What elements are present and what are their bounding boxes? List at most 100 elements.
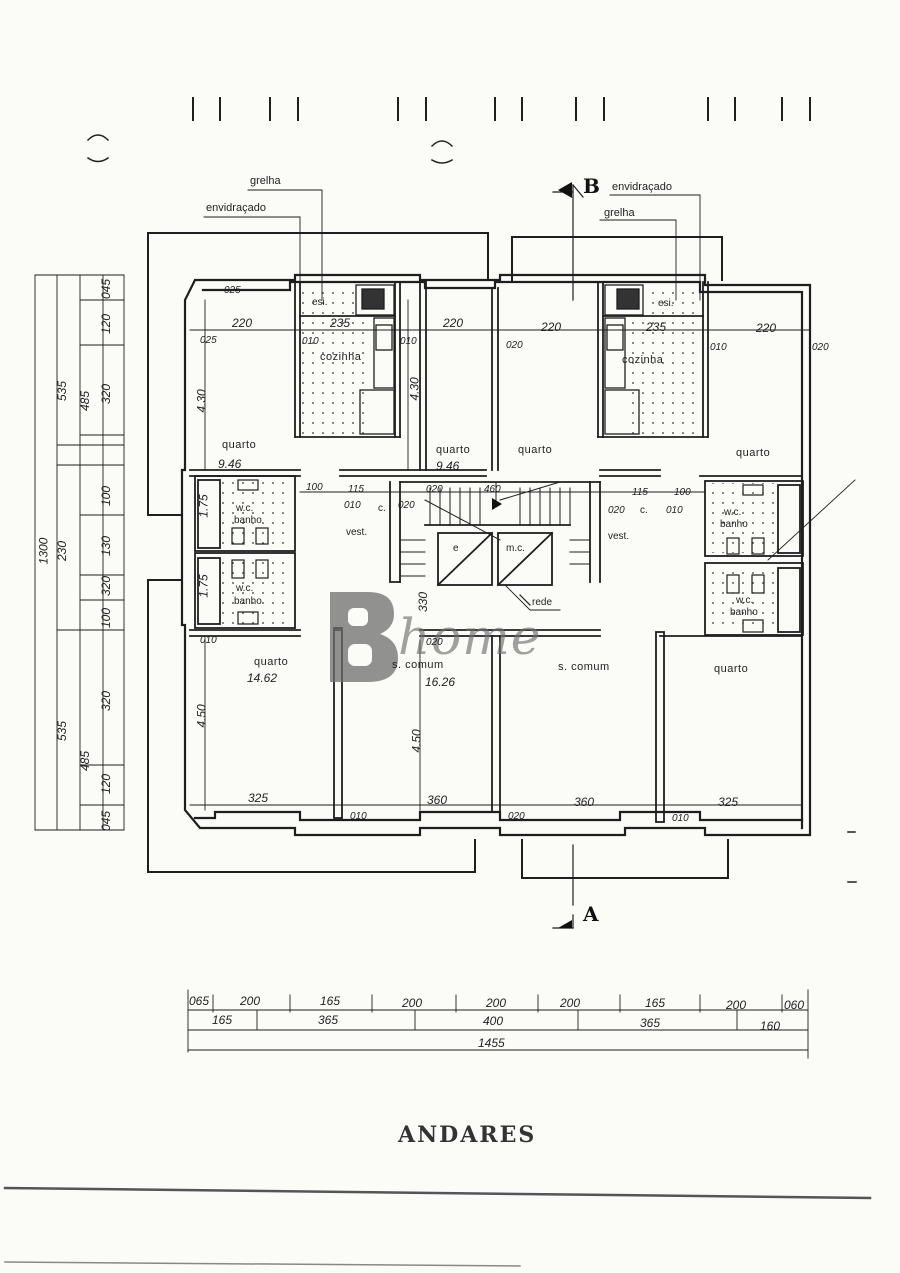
dim-left-detail-7: 100 [99,607,114,629]
dim-020-c: 020 [426,484,443,495]
label-c-right: c. [640,505,648,516]
dim-bottom-total: 1455 [478,1036,505,1050]
label-vest-right: vest. [608,531,630,542]
dim-bottom-r1-5: 200 [486,996,507,1010]
dim-430-b: 4.30 [407,377,422,401]
dim-325-b: 325 [718,795,739,809]
dim-010-c: 010 [710,342,727,353]
dim-430-a: 4.30 [194,389,209,413]
page-rule-1 [3,1186,872,1200]
dim-020-d: 020 [398,500,415,511]
arc-mark-center-2 [430,158,454,164]
dim-bottom-r1-9: 060 [784,998,805,1012]
dim-left-detail-4: 100 [99,485,114,507]
dim-460: 460 [484,484,501,495]
label-banho-2a: banho [720,519,748,530]
dim-220-a: 220 [232,316,253,330]
dim-010-a: 010 [302,336,319,347]
dim-bottom-r1-4: 200 [402,996,423,1010]
dim-020-b: 020 [812,342,829,353]
dim-220-c: 220 [541,320,562,334]
dim-bottom-r1-1: 065 [189,994,210,1008]
page-rule-2 [4,1261,521,1267]
area-quarto-top-left: 9.46 [218,457,242,471]
dim-010-d: 010 [344,500,361,511]
dim-bottom-r1-6: 200 [560,996,581,1010]
label-quarto-bottom-right: quarto [714,663,749,675]
label-vest-left: vest. [346,527,368,538]
dim-left-detail-1: 045 [99,278,114,300]
dim-left-total: 1300 [36,537,51,565]
dim-020-e: 020 [608,505,625,516]
area-scomum-left: 16.26 [425,675,456,689]
label-scomum-right: s. comum [558,661,610,673]
dim-left-group-2: 230 [55,540,70,562]
stair-treads [399,481,591,577]
dim-bottom-r1-8: 200 [726,998,747,1012]
label-c-left: c. [378,503,386,514]
label-grelha-left: grelha [250,175,281,187]
area-quarto-top-center: 9.46 [436,459,460,473]
dim-100-b: 100 [674,487,691,498]
label-quarto-bottom-left: quarto [254,656,289,668]
dim-010-e: 010 [666,505,683,516]
dim-220-d: 220 [756,321,777,335]
dim-bottom-r1-3: 165 [320,994,341,1008]
leader-lines [203,189,856,611]
dim-bottom-r2-2: 365 [318,1013,339,1027]
dim-020-a: 020 [506,340,523,351]
dim-left-group-1: 535 [55,380,70,402]
section-arrow-top [558,182,572,198]
label-envidracado-right: envidraçado [612,181,672,193]
label-wc-1a: w.c. [236,503,254,514]
label-esti-left: esi. [312,297,328,308]
dim-025-a: 025 [224,285,241,296]
dim-left-detail-5: 130 [99,535,114,557]
dim-010-f: 010 [200,635,217,646]
dim-left-detail-6: 320 [99,575,114,597]
dim-235-b: 235 [646,320,667,334]
label-quarto-top-centerright: quarto [518,444,553,456]
dim-bottom-r1-7: 165 [645,996,666,1010]
dim-235-a: 235 [330,316,351,330]
label-elevator: e [453,543,459,554]
dim-left-detail-2: 120 [99,313,114,335]
label-envidracado-left: envidraçado [206,202,266,214]
kitchen-fixtures [355,284,644,435]
area-quarto-bottom-left: 14.62 [247,671,278,685]
interior-dimension-lines [189,299,811,811]
dim-left-detail-3: 320 [99,383,114,405]
arc-mark-left-2 [86,156,110,163]
dim-bottom-r2-1: 165 [212,1013,233,1027]
dim-left-detail-9: 120 [99,773,114,795]
dim-115-b: 115 [632,487,648,498]
label-wc-2b: w.c. [736,595,754,606]
label-cozinha-left: cozinha [320,351,362,363]
label-scomum-left: s. comum [392,659,444,671]
dim-175-a: 1.75 [196,494,211,518]
dim-left-detail-8: 320 [99,690,114,712]
dim-100-a: 100 [306,482,323,493]
dim-175-b: 1.75 [196,574,211,598]
stair-arrow [492,498,502,510]
dim-360-a: 360 [427,793,448,807]
dim-360-b: 360 [574,795,595,809]
label-cozinha-right: cozinha [622,354,664,366]
dim-330: 330 [416,591,431,613]
section-mark-bottom: A [583,902,599,926]
dim-025-b: 025 [200,335,217,346]
top-tick-marks [192,97,811,121]
dim-left-sub-2: 485 [78,750,93,772]
label-quarto-top-center: quarto [436,444,471,456]
label-wc-1b: w.c. [236,583,254,594]
label-quarto-top-left: quarto [222,439,257,451]
label-rede: rede [532,597,553,608]
dim-325-a: 325 [248,791,269,805]
label-banho-1a: banho [234,515,262,526]
balcony-outlines [147,232,729,879]
dim-bottom-r2-3: 400 [483,1014,504,1028]
label-grelha-right: grelha [604,207,635,219]
dim-bottom-r2-5: 160 [760,1019,781,1033]
label-mc: m.c. [506,543,525,554]
